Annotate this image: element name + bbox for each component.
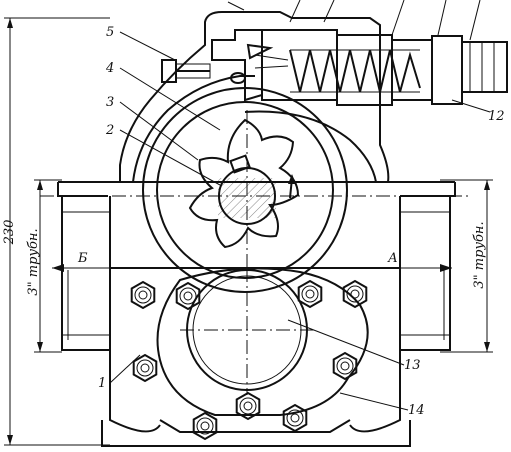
key xyxy=(229,154,251,174)
callout-2: 2 xyxy=(105,123,114,138)
stud-bolt xyxy=(161,59,211,83)
height-dimension: 230 xyxy=(2,17,110,446)
left-pipe-dimension: 3" трубн. xyxy=(26,179,62,353)
flow-label-a: А xyxy=(387,251,398,266)
bolt-head xyxy=(132,353,158,383)
bolt-head xyxy=(175,281,201,311)
inner-gear xyxy=(188,118,300,249)
bolt-head xyxy=(282,403,308,433)
callouts: 5 4 3 2 1 12 13 14 xyxy=(98,25,505,418)
bolt-head xyxy=(342,279,368,309)
bolt-head xyxy=(297,279,323,309)
valve-spring xyxy=(289,49,421,93)
flow-indicators: Б А xyxy=(52,251,452,272)
callout-14: 14 xyxy=(408,403,425,418)
callout-12: 12 xyxy=(488,109,505,124)
height-dimension-label: 230 xyxy=(2,220,17,246)
callout-1: 1 xyxy=(98,376,106,391)
leader-lines xyxy=(109,0,491,411)
left-pipe-label: 3" трубн. xyxy=(26,228,41,295)
bolt-head xyxy=(192,411,218,441)
flow-label-b: Б xyxy=(77,251,88,266)
callout-13: 13 xyxy=(404,358,421,373)
bolt-head xyxy=(235,391,261,421)
callout-3: 3 xyxy=(106,95,114,110)
bolt-head xyxy=(130,280,156,310)
bolt-head xyxy=(332,351,358,381)
callout-5: 5 xyxy=(106,25,114,40)
callout-4: 4 xyxy=(105,61,114,76)
gear-assembly xyxy=(40,87,470,293)
right-pipe-dimension: 3" трубн. xyxy=(440,179,493,353)
outer-gear xyxy=(156,101,334,279)
right-pipe-label: 3" трубн. xyxy=(472,221,487,288)
housing-bore xyxy=(142,87,348,293)
relief-valve xyxy=(230,29,508,106)
